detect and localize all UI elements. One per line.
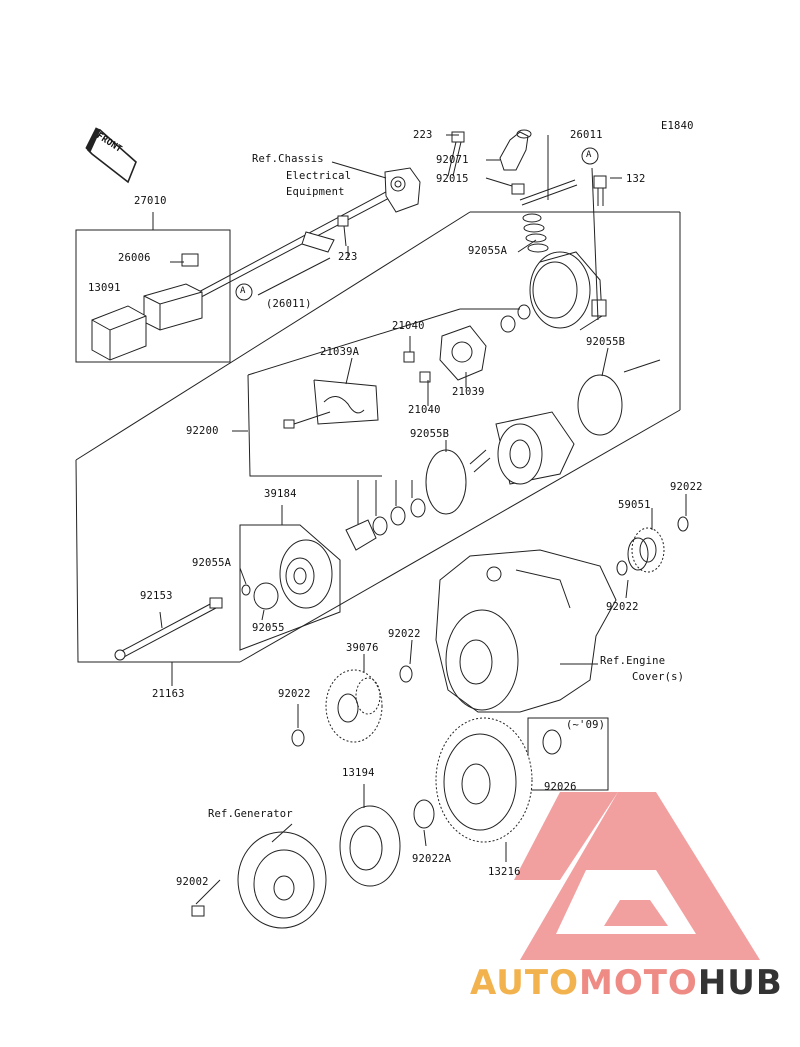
part-label-92055b-right: 92055B (586, 336, 626, 348)
part-label-92015: 92015 (436, 173, 469, 185)
clutch-13194 (339, 805, 401, 887)
ref-chassis-2: Electrical (286, 170, 352, 182)
washer-92022c (399, 665, 413, 683)
starter-cable (149, 167, 421, 325)
ref-engine-1: Ref.Engine (600, 655, 666, 667)
generator-rotor (237, 831, 327, 929)
automotohub-logo-icon (514, 792, 760, 960)
part-label-223-b: 223 (338, 251, 358, 263)
bolt-92002 (191, 905, 205, 917)
part-label-223: 223 (413, 129, 433, 141)
cover-frame-39184 (239, 505, 341, 651)
part-label-92071: 92071 (436, 154, 469, 166)
callout-a-label-1: A (586, 150, 592, 160)
part-label-21039: 21039 (452, 386, 485, 398)
ref-generator: Ref.Generator (208, 808, 293, 820)
callout-a-2 (235, 283, 253, 301)
washer-92022a-lower (413, 799, 435, 829)
relay-frame-27010 (75, 212, 231, 363)
washers-lower (345, 480, 426, 551)
leader-lines (159, 134, 687, 905)
brand-auto: AUTO (470, 963, 579, 1003)
washers-top (500, 304, 531, 333)
o-ring-92055b-mid (425, 449, 467, 515)
part-label-92055: 92055 (252, 622, 285, 634)
gear-59051 (627, 527, 665, 573)
part-label-26011-b: (26011) (266, 298, 312, 310)
ref-engine-2: Cover(s) (632, 671, 685, 683)
part-label-13216: 13216 (488, 866, 521, 878)
brush-plate (283, 379, 379, 429)
part-label-92055a-top: 92055A (468, 245, 508, 257)
part-label-21040-a: 21040 (392, 320, 425, 332)
bolt-223 (447, 131, 465, 177)
ref-chassis-3: Equipment (286, 186, 345, 198)
through-bolt (114, 597, 223, 661)
assembly-frame-92200 (75, 211, 681, 663)
part-label-92022-a: 92022 (670, 481, 703, 493)
relay-box (91, 253, 203, 361)
o-ring-stack (522, 213, 549, 253)
o-ring-92055 (253, 582, 279, 610)
gear-39076 (325, 669, 383, 743)
part-label-13091: 13091 (88, 282, 121, 294)
gear-13216 (435, 717, 533, 843)
brush-holder (403, 325, 487, 383)
brand-hub: HUB (697, 963, 783, 1003)
part-label-92022-c: 92022 (388, 628, 421, 640)
part-label-13194: 13194 (342, 767, 375, 779)
callout-a-1 (581, 147, 599, 165)
part-label-39076: 39076 (346, 642, 379, 654)
bolt-223-b (337, 215, 349, 247)
part-label-59051: 59051 (618, 499, 651, 511)
callout-a-label-2: A (240, 286, 246, 296)
part-label-92002: 92002 (176, 876, 209, 888)
bolt-132 (593, 175, 607, 206)
o-ring-92055a (241, 584, 251, 596)
part-label-92055a-left: 92055A (192, 557, 232, 569)
part-label-21039a: 21039A (320, 346, 360, 358)
part-label-26011: 26011 (570, 129, 603, 141)
end-cover (529, 251, 607, 331)
terminal-boot (499, 129, 578, 206)
part-label-92153: 92153 (140, 590, 173, 602)
note-09: (~'09) (566, 719, 606, 731)
front-cover (279, 539, 333, 609)
part-label-92026: 92026 (544, 781, 577, 793)
part-label-92055b-mid: 92055B (410, 428, 450, 440)
o-ring-92055b-right (577, 374, 623, 436)
armature (469, 411, 575, 485)
watermark-brand: AUTOMOTOHUB (470, 963, 783, 1003)
part-label-92022-b: 92022 (606, 601, 639, 613)
part-label-92200: 92200 (186, 425, 219, 437)
brand-moto: MOTO (578, 963, 698, 1003)
part-label-21040-b: 21040 (408, 404, 441, 416)
washer-92022a (677, 516, 689, 532)
part-label-92022-d: 92022 (278, 688, 311, 700)
washer-92022d (291, 729, 305, 747)
part-label-132: 132 (626, 173, 646, 185)
ref-chassis-1: Ref.Chassis (252, 153, 324, 165)
part-label-26006: 26006 (118, 252, 151, 264)
engine-cover (435, 549, 617, 713)
part-label-92022a: 92022A (412, 853, 452, 865)
front-arrow-icon (85, 127, 137, 184)
part-label-21163: 21163 (152, 688, 185, 700)
part-label-27010: 27010 (134, 195, 167, 207)
seal-92026 (542, 729, 562, 755)
part-label-39184: 39184 (264, 488, 297, 500)
washer-92022b (616, 560, 628, 576)
diagram-code: E1840 (661, 120, 694, 132)
